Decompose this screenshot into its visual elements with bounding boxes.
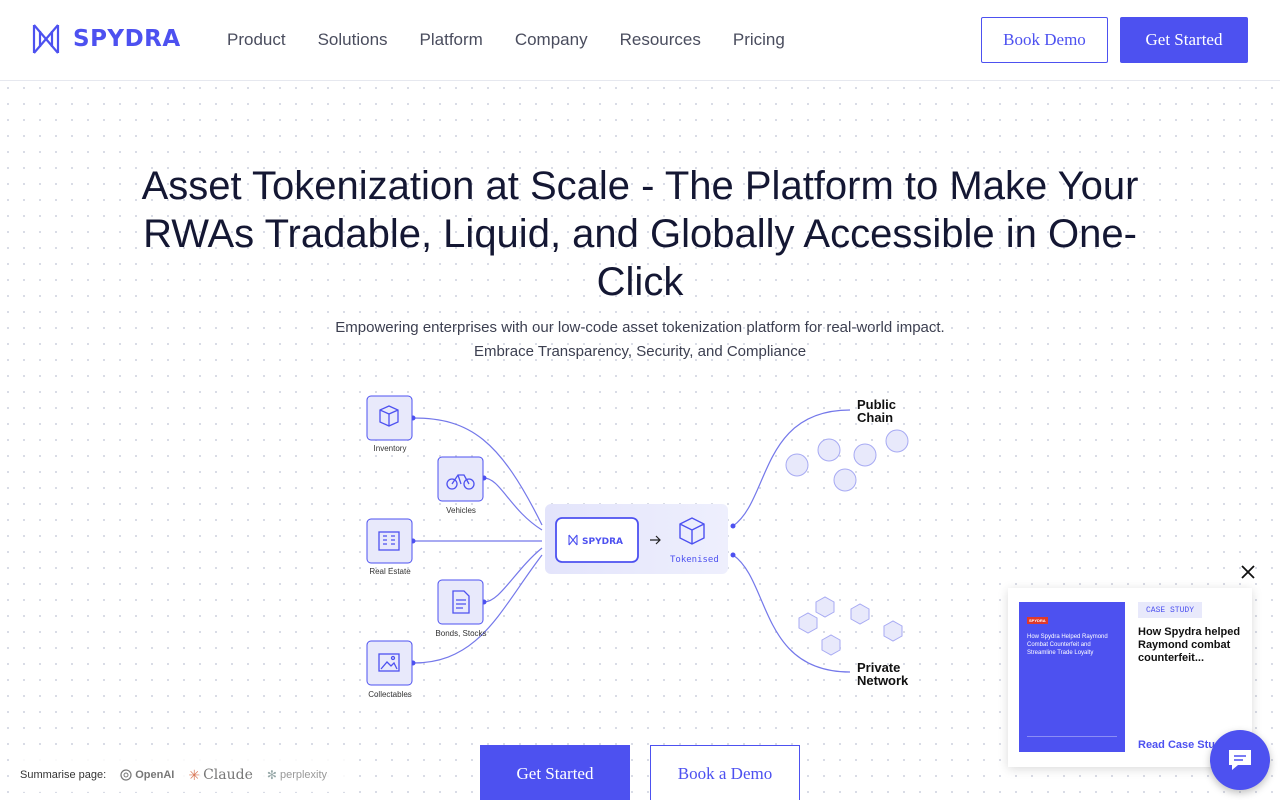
building-icon <box>378 531 400 551</box>
hero-subtitle-line-2: Embrace Transparency, Security, and Comp… <box>473 343 807 360</box>
summarise-claude[interactable]: ✳ Claude <box>188 767 253 784</box>
asset-bonds-stocks: Bonds, Stocks <box>435 579 487 638</box>
hub-logo-text: SPYDRA <box>582 537 623 547</box>
book-demo-button[interactable]: Book Demo <box>981 17 1108 63</box>
menu-company[interactable]: Company <box>514 30 588 49</box>
chat-button[interactable] <box>1210 730 1270 790</box>
private-network-tokens <box>798 596 903 656</box>
case-study-headline: How Spydra helped Raymond combat counter… <box>1138 626 1241 664</box>
public-chain-line-1: Public <box>857 397 896 412</box>
asset-real-estate: Real Estate <box>366 518 413 576</box>
case-study-card[interactable]: SPYDRA How Spydra Helped Raymond Combat … <box>1008 588 1252 767</box>
private-network-line-2: Network <box>857 673 909 688</box>
openai-label: OpenAI <box>135 769 175 781</box>
public-chain-line-2: Chain <box>857 410 893 425</box>
case-study-cover: SPYDRA How Spydra Helped Raymond Combat … <box>1019 602 1125 752</box>
claude-star-icon: ✳ <box>188 766 201 783</box>
asset-inventory: Inventory <box>366 395 413 453</box>
read-case-study-link[interactable]: Read Case Study <box>1138 739 1228 751</box>
hub-spydra-logo-icon <box>568 534 578 546</box>
cover-footer <box>1027 736 1117 740</box>
public-chain-tokens <box>785 429 909 492</box>
menu-pricing[interactable]: Pricing <box>732 30 785 49</box>
menu-solutions[interactable]: Solutions <box>317 30 388 49</box>
picture-icon <box>378 653 400 672</box>
asset-label-inventory: Inventory <box>374 444 407 453</box>
logo-text: SPYDRA <box>73 26 181 52</box>
menu-resources[interactable]: Resources <box>619 30 701 49</box>
asset-vehicles: Vehicles <box>437 456 484 515</box>
tokenization-diagram: Inventory Vehicles Real Estate Bonds, St… <box>366 395 909 699</box>
chat-bubble-icon <box>1229 750 1251 770</box>
hero-book-demo-button[interactable]: Book a Demo <box>650 745 800 800</box>
top-navbar: SPYDRA Product Solutions Platform Compan… <box>0 0 1280 81</box>
case-study-tag: CASE STUDY <box>1138 602 1203 618</box>
spydra-logo[interactable]: SPYDRA <box>31 23 181 55</box>
token-cube-icon <box>679 517 705 545</box>
close-icon[interactable] <box>1238 562 1258 582</box>
get-started-button[interactable]: Get Started <box>1120 17 1248 63</box>
claude-label: Claude <box>203 767 253 783</box>
hero-title: Asset Tokenization at Scale - The Platfo… <box>141 164 1139 304</box>
summarise-perplexity[interactable]: ✻ perplexity <box>267 768 327 782</box>
box-icon <box>379 405 399 427</box>
menu-platform[interactable]: Platform <box>419 30 483 49</box>
asset-collectables: Collectables <box>366 640 413 699</box>
spydra-logo-icon <box>32 24 60 54</box>
spydra-hub: SPYDRA Tokenised <box>545 504 728 574</box>
perplexity-icon: ✻ <box>266 768 277 782</box>
summarise-label: Summarise page: <box>20 769 107 781</box>
asset-label-collectables: Collectables <box>368 690 412 699</box>
hero-subtitle: Empowering enterprises with our low-code… <box>240 316 1040 364</box>
perplexity-label: perplexity <box>279 769 328 781</box>
main-menu: Product Solutions Platform Company Resou… <box>227 0 785 80</box>
summarise-bar: Summarise page: OpenAI ✳ Claude ✻ perple… <box>10 758 355 792</box>
arrow-right-icon <box>650 535 661 545</box>
summarise-openai[interactable]: OpenAI <box>120 769 174 781</box>
private-network-line-1: Private <box>857 660 900 675</box>
tokenised-label: Tokenised <box>670 555 719 565</box>
document-icon <box>452 590 470 614</box>
cover-title: How Spydra Helped Raymond Combat Counter… <box>1027 634 1108 656</box>
motorbike-icon <box>446 474 475 490</box>
openai-icon <box>120 769 132 781</box>
asset-label-bonds-stocks: Bonds, Stocks <box>435 629 486 638</box>
asset-label-vehicles: Vehicles <box>446 506 476 515</box>
hero-get-started-button[interactable]: Get Started <box>480 745 630 800</box>
asset-label-real-estate: Real Estate <box>369 567 411 576</box>
menu-product[interactable]: Product <box>227 30 286 49</box>
hero-subtitle-line-1: Empowering enterprises with our low-code… <box>335 319 945 336</box>
cover-brand: SPYDRA <box>1027 617 1048 624</box>
